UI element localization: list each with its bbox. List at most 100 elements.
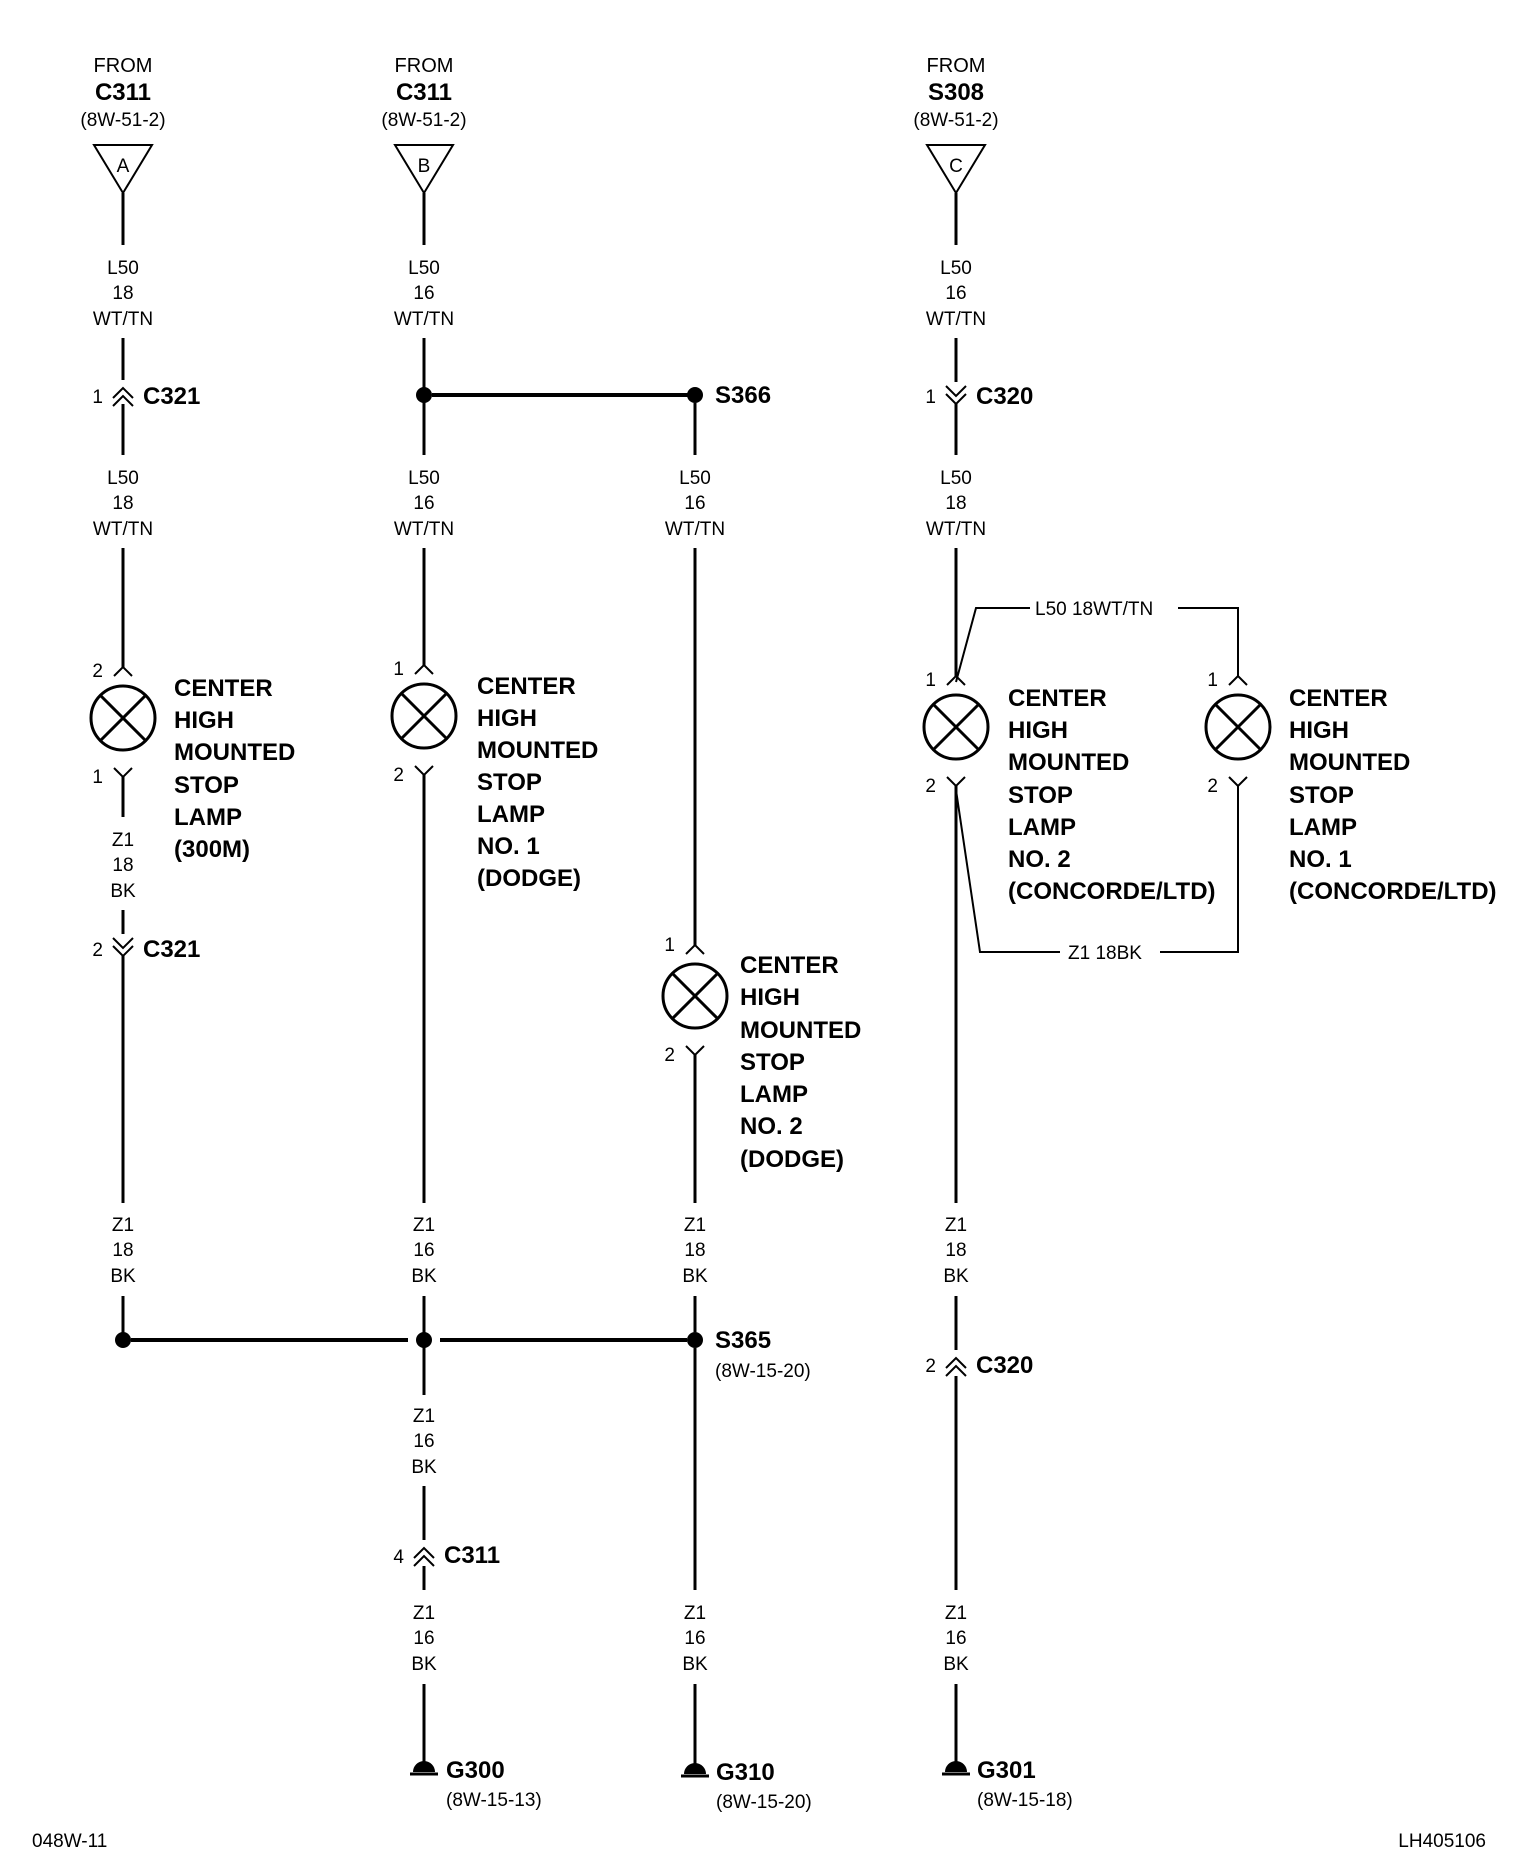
- lamp-label: CENTER: [174, 675, 273, 702]
- wire-label: 18: [945, 1240, 966, 1261]
- lamp-pin: 2: [393, 765, 404, 786]
- ground-name: G310: [716, 1759, 775, 1786]
- ground-icon: [684, 1763, 706, 1774]
- lamp-label: LAMP: [477, 801, 545, 828]
- lamp-label: (DODGE): [477, 865, 581, 892]
- source-b: FROM C311 (8W-51-2) B: [381, 55, 467, 195]
- wire-label: 16: [413, 1431, 434, 1452]
- connector-name: C321: [143, 383, 200, 410]
- wire-label: 16: [413, 283, 434, 304]
- inline-connector-icon: [112, 386, 134, 407]
- ground-name: G300: [446, 1757, 505, 1784]
- jumper-label: L50 18WT/TN: [1035, 599, 1153, 620]
- circuit-column-4: L50 16 WT/TN 1 C320 L50 18 WT/TN L50 18W…: [922, 193, 1239, 1811]
- source-from: FROM: [927, 55, 986, 77]
- wire-label: BK: [682, 1654, 708, 1675]
- wire-label: L50: [940, 258, 972, 279]
- wire-label: Z1: [684, 1603, 706, 1624]
- lamp-icon: [661, 962, 729, 1030]
- lamp-label: MOUNTED: [477, 737, 598, 764]
- lamp-label: STOP: [174, 772, 239, 799]
- inline-connector-icon: [112, 937, 134, 958]
- lamp-label: NO. 2: [1008, 846, 1071, 873]
- splice-icon: [687, 387, 703, 403]
- lamp-label: STOP: [1008, 782, 1073, 809]
- connector-name: C321: [143, 936, 200, 963]
- lamp-pin: 2: [92, 661, 103, 682]
- lamp-label: (CONCORDE/LTD): [1008, 878, 1216, 905]
- lamp-label: HIGH: [174, 707, 234, 734]
- wire-label: Z1: [684, 1215, 706, 1236]
- lamp-label: STOP: [740, 1049, 805, 1076]
- wire-label: BK: [110, 1266, 136, 1287]
- lamp-icon: [390, 682, 458, 750]
- lamp-label: HIGH: [740, 984, 800, 1011]
- inline-connector-icon: [413, 1546, 435, 1567]
- splice-icon: [687, 1332, 703, 1348]
- wire-label: 18: [945, 493, 966, 514]
- wire-label: Z1: [112, 1215, 134, 1236]
- wire-label: 16: [413, 1628, 434, 1649]
- source-from: FROM: [94, 55, 153, 77]
- wire-label: BK: [110, 881, 136, 902]
- wire-label: 16: [413, 1240, 434, 1261]
- jumper-label: Z1 18BK: [1068, 943, 1142, 964]
- source-connector: S308: [928, 79, 984, 106]
- lamp-pin: 1: [92, 767, 103, 788]
- splice-s365: S365 (8W-15-20): [687, 1327, 811, 1382]
- wire-label: L50: [679, 468, 711, 489]
- lamp-icon: [922, 693, 990, 761]
- wire-label: BK: [943, 1654, 969, 1675]
- wire-label: 16: [945, 1628, 966, 1649]
- connector-name: C320: [976, 383, 1033, 410]
- connector-pin: 2: [925, 1356, 936, 1377]
- connector-triangle-icon: [393, 144, 455, 195]
- lamp-label: LAMP: [1289, 814, 1357, 841]
- connector-pin: 2: [92, 940, 103, 961]
- lamp-label: NO. 1: [1289, 846, 1352, 873]
- lamp-label: CENTER: [477, 673, 576, 700]
- inline-connector-icon: [945, 1356, 967, 1377]
- splice-s366: S366: [687, 382, 771, 409]
- wire-label: Z1: [112, 830, 134, 851]
- source-connector: C311: [396, 79, 452, 106]
- lamp-label: NO. 2: [740, 1113, 803, 1140]
- lamp-label: LAMP: [174, 804, 242, 831]
- figure-code: 048W-11: [32, 1831, 107, 1852]
- wire-label: 16: [945, 283, 966, 304]
- lamp-label: LAMP: [740, 1081, 808, 1108]
- connector-name: C320: [976, 1352, 1033, 1379]
- ground-icon: [945, 1761, 967, 1772]
- wire-label: 18: [112, 855, 133, 876]
- wire-label: 18: [112, 493, 133, 514]
- inline-connector-icon: [945, 385, 967, 406]
- wire-label: WT/TN: [93, 309, 153, 330]
- lamp-pin: 2: [1207, 776, 1218, 797]
- splice-name: S365: [715, 1327, 771, 1354]
- connector-pin: 4: [393, 1547, 404, 1568]
- lamp-label: STOP: [477, 769, 542, 796]
- lamp-label: (DODGE): [740, 1146, 844, 1173]
- source-connector: C311: [95, 79, 151, 106]
- lamp-icon: [89, 684, 157, 752]
- wire-label: Z1: [413, 1406, 435, 1427]
- lamp-pin: 2: [664, 1045, 675, 1066]
- lamp-label: MOUNTED: [1008, 749, 1129, 776]
- lamp-label: HIGH: [477, 705, 537, 732]
- wire-label: WT/TN: [926, 519, 986, 540]
- wire-label: WT/TN: [926, 309, 986, 330]
- lamp-5: 1 2 CENTER HIGH MOUNTED STOP LAMP NO. 1 …: [1204, 670, 1497, 905]
- wire-label: L50: [107, 258, 139, 279]
- lamp-label: (300M): [174, 836, 250, 863]
- ground-g310: G310 (8W-15-20): [681, 1759, 812, 1813]
- lamp-label: CENTER: [740, 952, 839, 979]
- lamp-label: (CONCORDE/LTD): [1289, 878, 1497, 905]
- wire-label: L50: [408, 258, 440, 279]
- connector-pin: 1: [92, 387, 103, 408]
- ground-name: G301: [977, 1757, 1036, 1784]
- lamp-label: NO. 1: [477, 833, 540, 860]
- ground-ref: (8W-15-20): [716, 1792, 812, 1813]
- source-ref: (8W-51-2): [381, 110, 466, 131]
- lamp-label: STOP: [1289, 782, 1354, 809]
